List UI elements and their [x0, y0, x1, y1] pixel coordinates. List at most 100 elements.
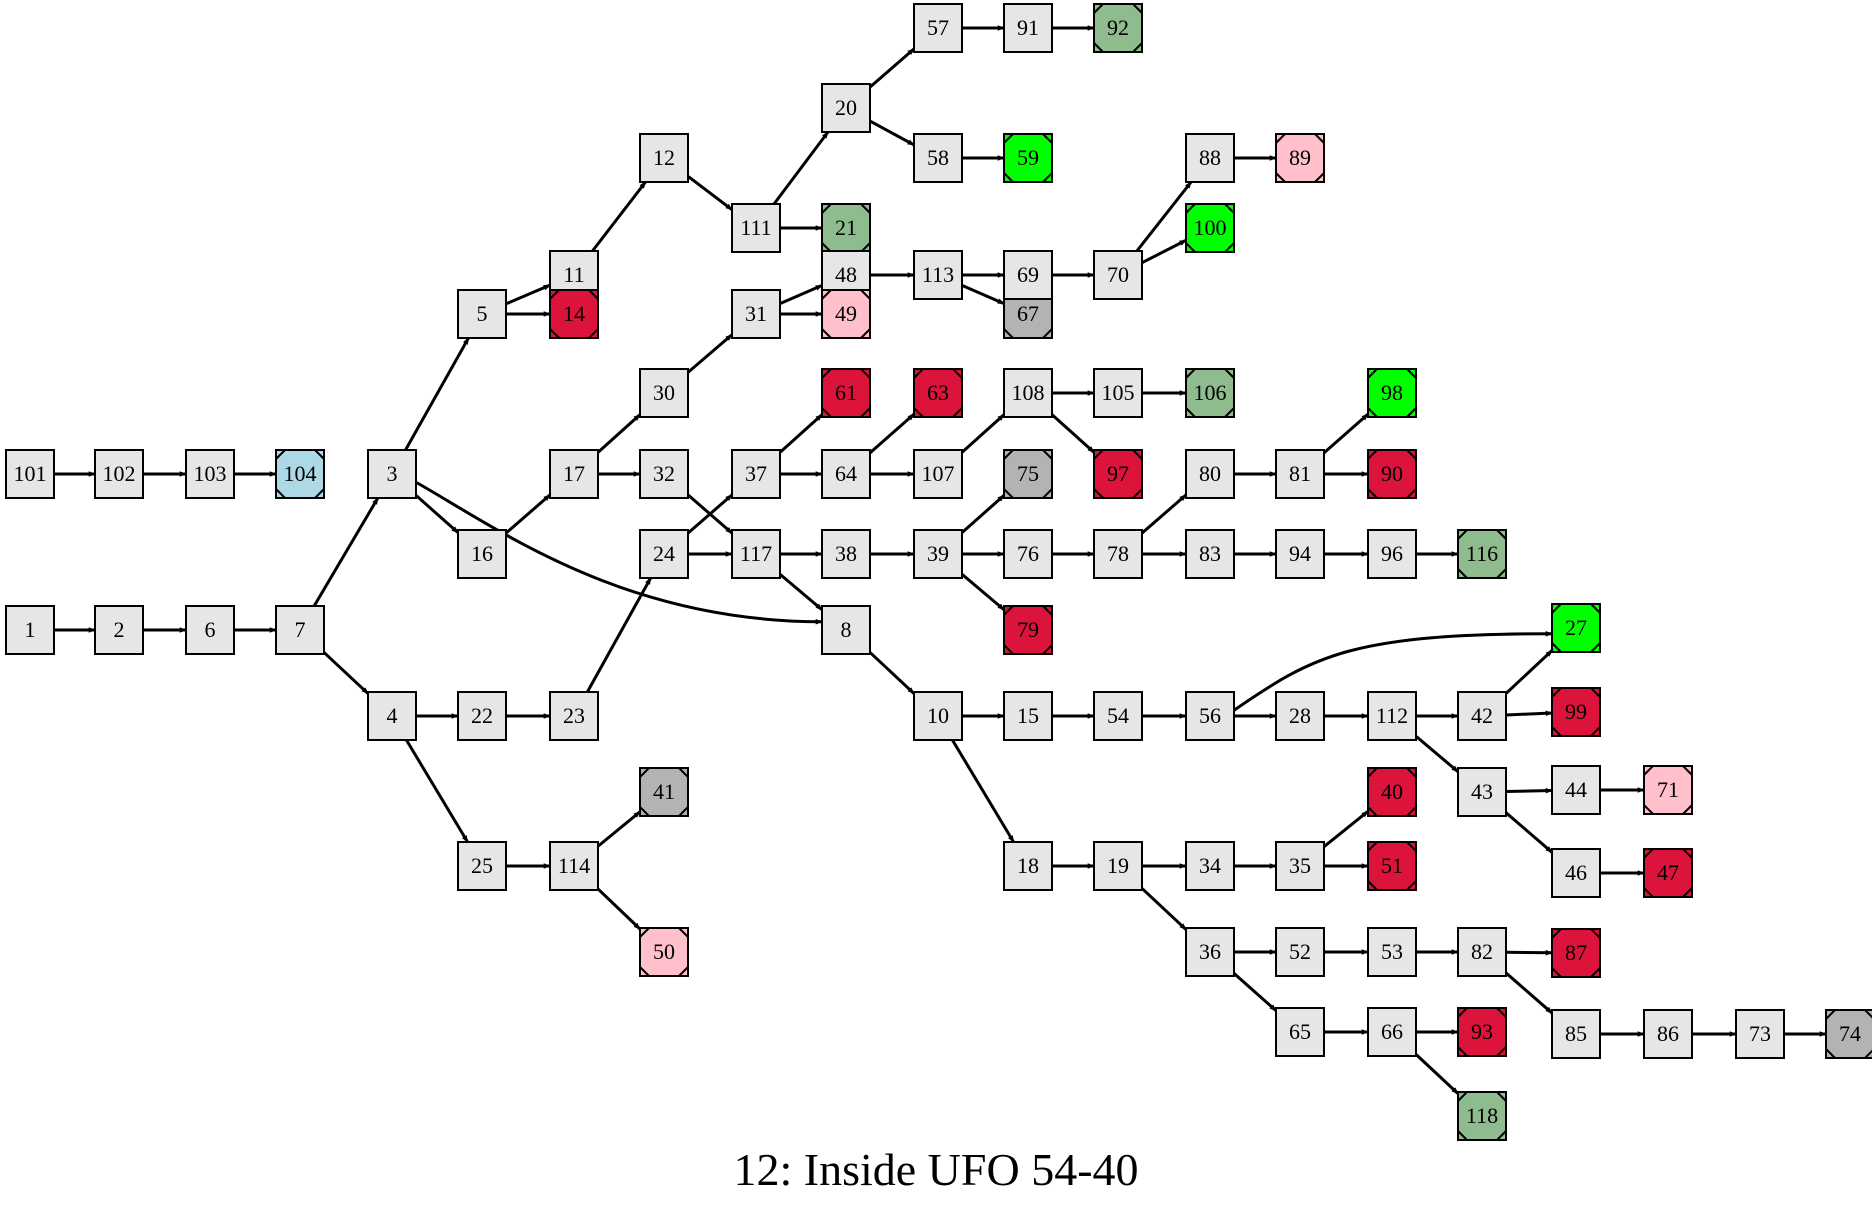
- node-101-box: [5, 449, 55, 499]
- node-21-corner-marks: [821, 203, 871, 253]
- node-34: 34: [1185, 841, 1235, 891]
- node-69: 69: [1003, 250, 1053, 300]
- node-90-corner-marks: [1367, 449, 1417, 499]
- node-23: 23: [549, 691, 599, 741]
- node-2-label: 2: [114, 617, 125, 642]
- node-108-box: [1003, 368, 1053, 418]
- edge-12-to-111: [687, 175, 733, 211]
- node-74-box: [1825, 1009, 1872, 1059]
- node-14-corner-marks: [549, 289, 599, 339]
- node-37-box: [731, 449, 781, 499]
- node-69-box: [1003, 250, 1053, 300]
- node-83: 83: [1185, 529, 1235, 579]
- node-118-corner-marks: [1457, 1091, 1507, 1141]
- node-116-corner-marks: [1457, 529, 1507, 579]
- node-94-label: 94: [1289, 541, 1311, 566]
- node-40-box: [1367, 767, 1417, 817]
- node-24: 24: [639, 529, 689, 579]
- node-56: 56: [1185, 691, 1235, 741]
- node-65-box: [1275, 1007, 1325, 1057]
- node-18: 18: [1003, 841, 1053, 891]
- node-52-box: [1275, 927, 1325, 977]
- node-6-box: [185, 605, 235, 655]
- node-51-label: 51: [1381, 853, 1403, 878]
- edge-35-to-40: [1323, 810, 1369, 848]
- edge-56-to-27: [1233, 630, 1553, 712]
- node-39-box: [913, 529, 963, 579]
- node-3-label: 3: [387, 461, 398, 486]
- node-48-label: 48: [835, 262, 857, 287]
- node-104-corner-marks: [275, 449, 325, 499]
- node-49-corner-marks: [821, 289, 871, 339]
- node-105: 105: [1093, 368, 1143, 418]
- node-24-label: 24: [653, 541, 675, 566]
- node-91-box: [1003, 3, 1053, 53]
- node-59-box: [1003, 133, 1053, 183]
- node-47: 47: [1643, 848, 1693, 898]
- node-101: 101: [5, 449, 55, 499]
- node-57-box: [913, 3, 963, 53]
- node-15: 15: [1003, 691, 1053, 741]
- node-4-label: 4: [387, 703, 398, 728]
- node-78-label: 78: [1107, 541, 1129, 566]
- node-61-label: 61: [835, 380, 857, 405]
- node-118: 118: [1457, 1091, 1507, 1141]
- node-7: 7: [275, 605, 325, 655]
- node-21-label: 21: [835, 215, 857, 240]
- node-85: 85: [1551, 1009, 1601, 1059]
- node-10-box: [913, 691, 963, 741]
- node-14: 14: [549, 289, 599, 339]
- node-36-box: [1185, 927, 1235, 977]
- node-8: 8: [821, 605, 871, 655]
- node-5-box: [457, 289, 507, 339]
- edge-108-to-97: [1050, 413, 1096, 454]
- node-104: 104: [275, 449, 325, 499]
- edge-36-to-65: [1233, 972, 1277, 1012]
- node-61-box: [821, 368, 871, 418]
- node-27-box: [1551, 603, 1601, 653]
- node-89: 89: [1275, 133, 1325, 183]
- node-83-label: 83: [1199, 541, 1221, 566]
- edge-111-to-20: [772, 131, 830, 205]
- node-71-box: [1643, 765, 1693, 815]
- node-88-box: [1185, 133, 1235, 183]
- node-38-label: 38: [835, 541, 857, 566]
- node-106-box: [1185, 368, 1235, 418]
- node-2: 2: [94, 605, 144, 655]
- node-99-corner-marks: [1551, 687, 1601, 737]
- node-58-label: 58: [927, 145, 949, 170]
- node-102-label: 102: [103, 461, 136, 486]
- node-98-label: 98: [1381, 380, 1403, 405]
- node-83-box: [1185, 529, 1235, 579]
- node-15-box: [1003, 691, 1053, 741]
- node-114-box: [549, 841, 599, 891]
- node-113-label: 113: [922, 262, 954, 287]
- node-61: 61: [821, 368, 871, 418]
- node-94: 94: [1275, 529, 1325, 579]
- node-1: 1: [5, 605, 55, 655]
- node-32-label: 32: [653, 461, 675, 486]
- node-89-box: [1275, 133, 1325, 183]
- node-6-label: 6: [205, 617, 216, 642]
- node-59-label: 59: [1017, 145, 1039, 170]
- node-118-box: [1457, 1091, 1507, 1141]
- node-81: 81: [1275, 449, 1325, 499]
- node-42-box: [1457, 691, 1507, 741]
- edge-7-to-3: [312, 497, 380, 607]
- node-90-label: 90: [1381, 461, 1403, 486]
- node-39-label: 39: [927, 541, 949, 566]
- node-22-label: 22: [471, 703, 493, 728]
- node-86-label: 86: [1657, 1021, 1679, 1046]
- node-92-corner-marks: [1093, 3, 1143, 53]
- node-71-corner-marks: [1643, 765, 1693, 815]
- node-112-label: 112: [1376, 703, 1408, 728]
- edge-43-to-44: [1505, 787, 1553, 794]
- node-75: 75: [1003, 449, 1053, 499]
- node-23-label: 23: [563, 703, 585, 728]
- node-53: 53: [1367, 927, 1417, 977]
- edge-3-to-8: [415, 480, 823, 625]
- node-30: 30: [639, 368, 689, 418]
- node-100-box: [1185, 203, 1235, 253]
- node-1-label: 1: [25, 617, 36, 642]
